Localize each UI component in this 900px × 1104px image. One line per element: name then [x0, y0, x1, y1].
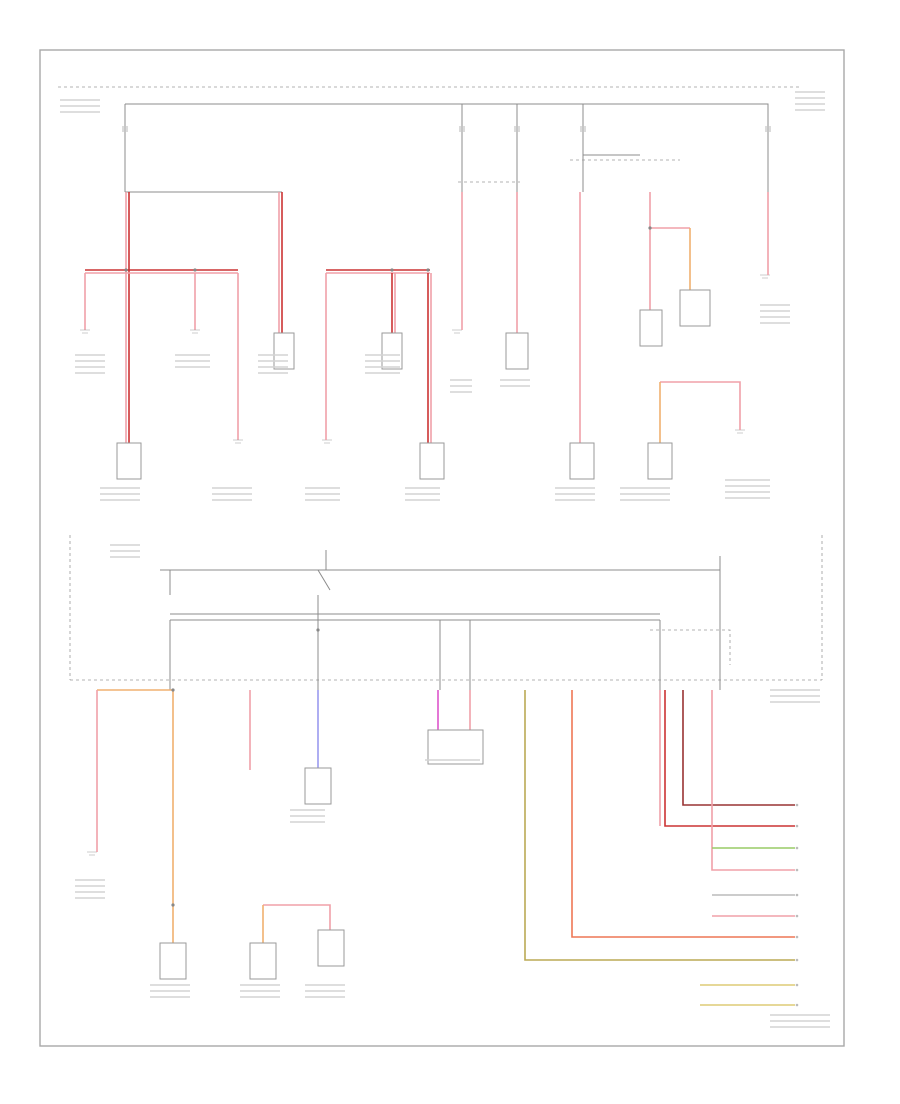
diagram-border [39, 49, 845, 1047]
wire-ends [795, 803, 799, 1007]
wire-lower-pink-r2 [711, 690, 795, 871]
illegible-labels [60, 91, 830, 1028]
wire-lower-olive [524, 690, 795, 961]
lower-relay-outline [650, 629, 731, 665]
wire-right-loop [660, 381, 741, 430]
splice-dots [124, 226, 652, 907]
wire-lower-orange-red [571, 690, 795, 938]
wire-lower-bottom-branch [263, 904, 331, 930]
connectors-bottom [159, 729, 484, 980]
fuse-markers-top [122, 126, 771, 132]
wire-lower-darkred [682, 690, 795, 806]
wire-lower-red [664, 690, 795, 827]
lower-feed [169, 556, 721, 690]
ground-symbols [80, 274, 770, 856]
lower-drops [169, 620, 661, 690]
top-power-bus [125, 103, 769, 120]
connectors-top [116, 289, 711, 480]
lower-switch [317, 550, 331, 690]
fuse-box-lower-outline [69, 535, 823, 681]
